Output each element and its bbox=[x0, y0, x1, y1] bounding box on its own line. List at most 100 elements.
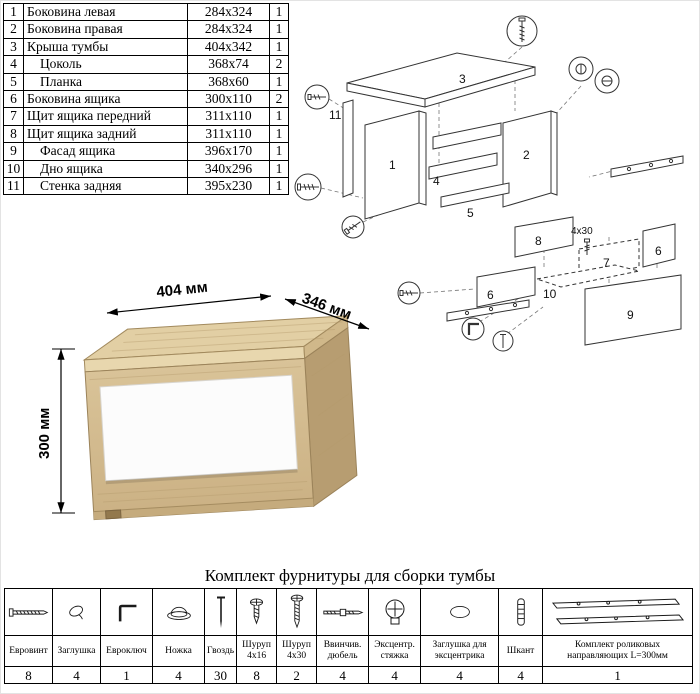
part-name: Планка bbox=[23, 72, 188, 92]
part-number: 5 bbox=[3, 72, 24, 92]
hardware-name: Шкант bbox=[498, 635, 544, 667]
part-name: Щит ящика задний bbox=[23, 124, 188, 144]
hardware-qty: 4 bbox=[52, 666, 101, 684]
part-name: Боковина правая bbox=[23, 20, 188, 39]
hardware-kit-title: Комплект фурнитуры для сборки тумбы bbox=[204, 566, 496, 585]
part-number: 2 bbox=[3, 20, 24, 39]
hardware-qty: 4 bbox=[152, 666, 205, 684]
part-qty: 1 bbox=[269, 37, 289, 57]
hardware-qty: 8 bbox=[236, 666, 278, 684]
hardware-name: Эксцентр. стяжка bbox=[368, 635, 422, 667]
part-qty: 1 bbox=[269, 159, 289, 179]
part-number: 8 bbox=[3, 124, 24, 144]
screw-4x30-glyph bbox=[584, 238, 590, 255]
drawer-shadow bbox=[105, 469, 298, 485]
part-qty: 2 bbox=[269, 55, 289, 74]
hardware-qty: 30 bbox=[203, 666, 238, 684]
wood-grain bbox=[89, 321, 353, 503]
part-qty: 1 bbox=[269, 2, 289, 22]
part-number: 6 bbox=[3, 90, 24, 109]
part-number: 1 bbox=[3, 2, 24, 22]
width-dimension-label: 404 мм bbox=[156, 283, 209, 301]
part-size: 404x342 bbox=[187, 37, 270, 57]
diagram-part-label: 1 bbox=[389, 158, 396, 172]
diagram-part-label: 11 bbox=[329, 108, 342, 122]
hardware-qty: 4 bbox=[368, 666, 422, 684]
euro-screw-icon bbox=[4, 588, 53, 636]
diagram-annotation: 4x30 bbox=[571, 226, 593, 237]
nail-icon bbox=[203, 588, 238, 636]
screw-4x16-icon bbox=[236, 588, 278, 636]
dimension-lines bbox=[52, 293, 370, 514]
part-number: 10 bbox=[3, 159, 24, 179]
part-qty: 1 bbox=[269, 107, 289, 126]
diagram-part-label: 6 bbox=[487, 288, 494, 302]
part-size: 340x296 bbox=[187, 159, 270, 179]
diagram-top-panel bbox=[346, 52, 536, 108]
hardware-name: Ввинчив. дюбель bbox=[316, 635, 370, 667]
dowel-screw-icon bbox=[316, 588, 370, 636]
part-size: 311x110 bbox=[187, 107, 270, 126]
cabinet-foot bbox=[105, 509, 122, 520]
diagram-roller-rails bbox=[446, 155, 684, 322]
screw-4x30-icon bbox=[276, 588, 318, 636]
part-qty: 2 bbox=[269, 90, 289, 109]
part-qty: 1 bbox=[269, 124, 289, 144]
part-name: Крыша тумбы bbox=[23, 37, 188, 57]
diagram-part-label: 3 bbox=[459, 72, 466, 86]
hardware-name: Гвоздь bbox=[203, 635, 238, 667]
hardware-qty: 2 bbox=[276, 666, 318, 684]
part-qty: 1 bbox=[269, 20, 289, 39]
part-number: 4 bbox=[3, 55, 24, 74]
euro-key-icon bbox=[100, 588, 153, 636]
part-name: Боковина ящика bbox=[23, 90, 188, 109]
diagram-back-wall bbox=[342, 99, 354, 198]
diagram-part-label: 10 bbox=[543, 287, 557, 301]
part-size: 395x230 bbox=[187, 177, 270, 196]
hardware-qty: 8 bbox=[4, 666, 53, 684]
cam-lock-icon bbox=[368, 588, 422, 636]
height-dimension-label: 300 мм bbox=[36, 408, 53, 459]
hardware-name: Заглушка bbox=[52, 635, 101, 667]
diagram-part-label: 2 bbox=[523, 148, 530, 162]
diagram-part-label: 4 bbox=[433, 174, 440, 188]
part-size: 311x110 bbox=[187, 124, 270, 144]
hardware-table-row bbox=[4, 588, 694, 636]
part-size: 396x170 bbox=[187, 142, 270, 161]
part-name: Стенка задняя bbox=[23, 177, 188, 196]
cam-cover-icon bbox=[420, 588, 500, 636]
diagram-part-label: 8 bbox=[535, 234, 542, 248]
leg-icon bbox=[152, 588, 205, 636]
part-name: Боковина левая bbox=[23, 2, 188, 22]
part-qty: 1 bbox=[269, 177, 289, 196]
part-size: 368x74 bbox=[187, 55, 270, 74]
hardware-name: Шуруп 4x30 bbox=[276, 635, 318, 667]
hardware-name: Евроключ bbox=[100, 635, 153, 667]
hardware-qty: 4 bbox=[498, 666, 544, 684]
diagram-left-side-panel bbox=[364, 110, 427, 220]
part-size: 284x324 bbox=[187, 20, 270, 39]
diagram-drawer-parts bbox=[476, 216, 682, 346]
part-name: Щит ящика передний bbox=[23, 107, 188, 126]
part-size: 284x324 bbox=[187, 2, 270, 22]
hardware-qty: 1 bbox=[542, 666, 694, 684]
hardware-callouts bbox=[294, 15, 620, 352]
wood-dowel-icon bbox=[498, 588, 544, 636]
hardware-name: Шуруп 4x16 bbox=[236, 635, 278, 667]
hardware-qty: 4 bbox=[420, 666, 500, 684]
diagram-part-label: 6 bbox=[655, 244, 662, 258]
